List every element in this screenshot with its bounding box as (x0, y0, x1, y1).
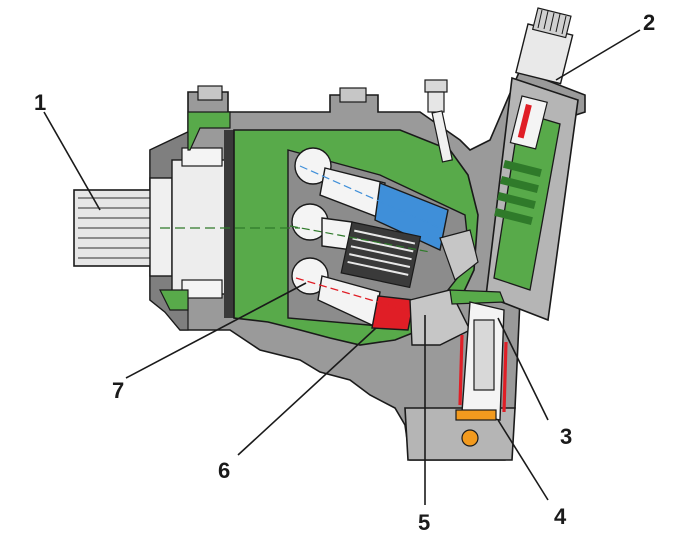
callout-5: 5 (418, 510, 430, 535)
red-chamber (371, 295, 415, 331)
drive-shaft (73, 159, 233, 295)
stroking-piston (455, 301, 508, 447)
callout-6: 6 (218, 458, 230, 483)
top-lug-right (339, 87, 367, 103)
leader-lines (43, 29, 641, 505)
blue-chamber (374, 182, 449, 252)
callout-4: 4 (554, 504, 567, 529)
adjuster-bolt (424, 79, 453, 163)
callout-1: 1 (34, 90, 46, 115)
orange-knob (461, 429, 479, 447)
control-valve (449, 7, 579, 322)
piston-middle (289, 203, 431, 289)
callout-7: 7 (112, 378, 124, 403)
callout-3: 3 (560, 424, 572, 449)
callout-2: 2 (643, 10, 655, 35)
top-lug-left (197, 85, 223, 101)
orange-stop (455, 409, 497, 421)
callout-labels: 1 2 3 4 5 6 7 (34, 10, 655, 535)
piston-bottom (291, 257, 415, 331)
piston-top (294, 147, 449, 252)
